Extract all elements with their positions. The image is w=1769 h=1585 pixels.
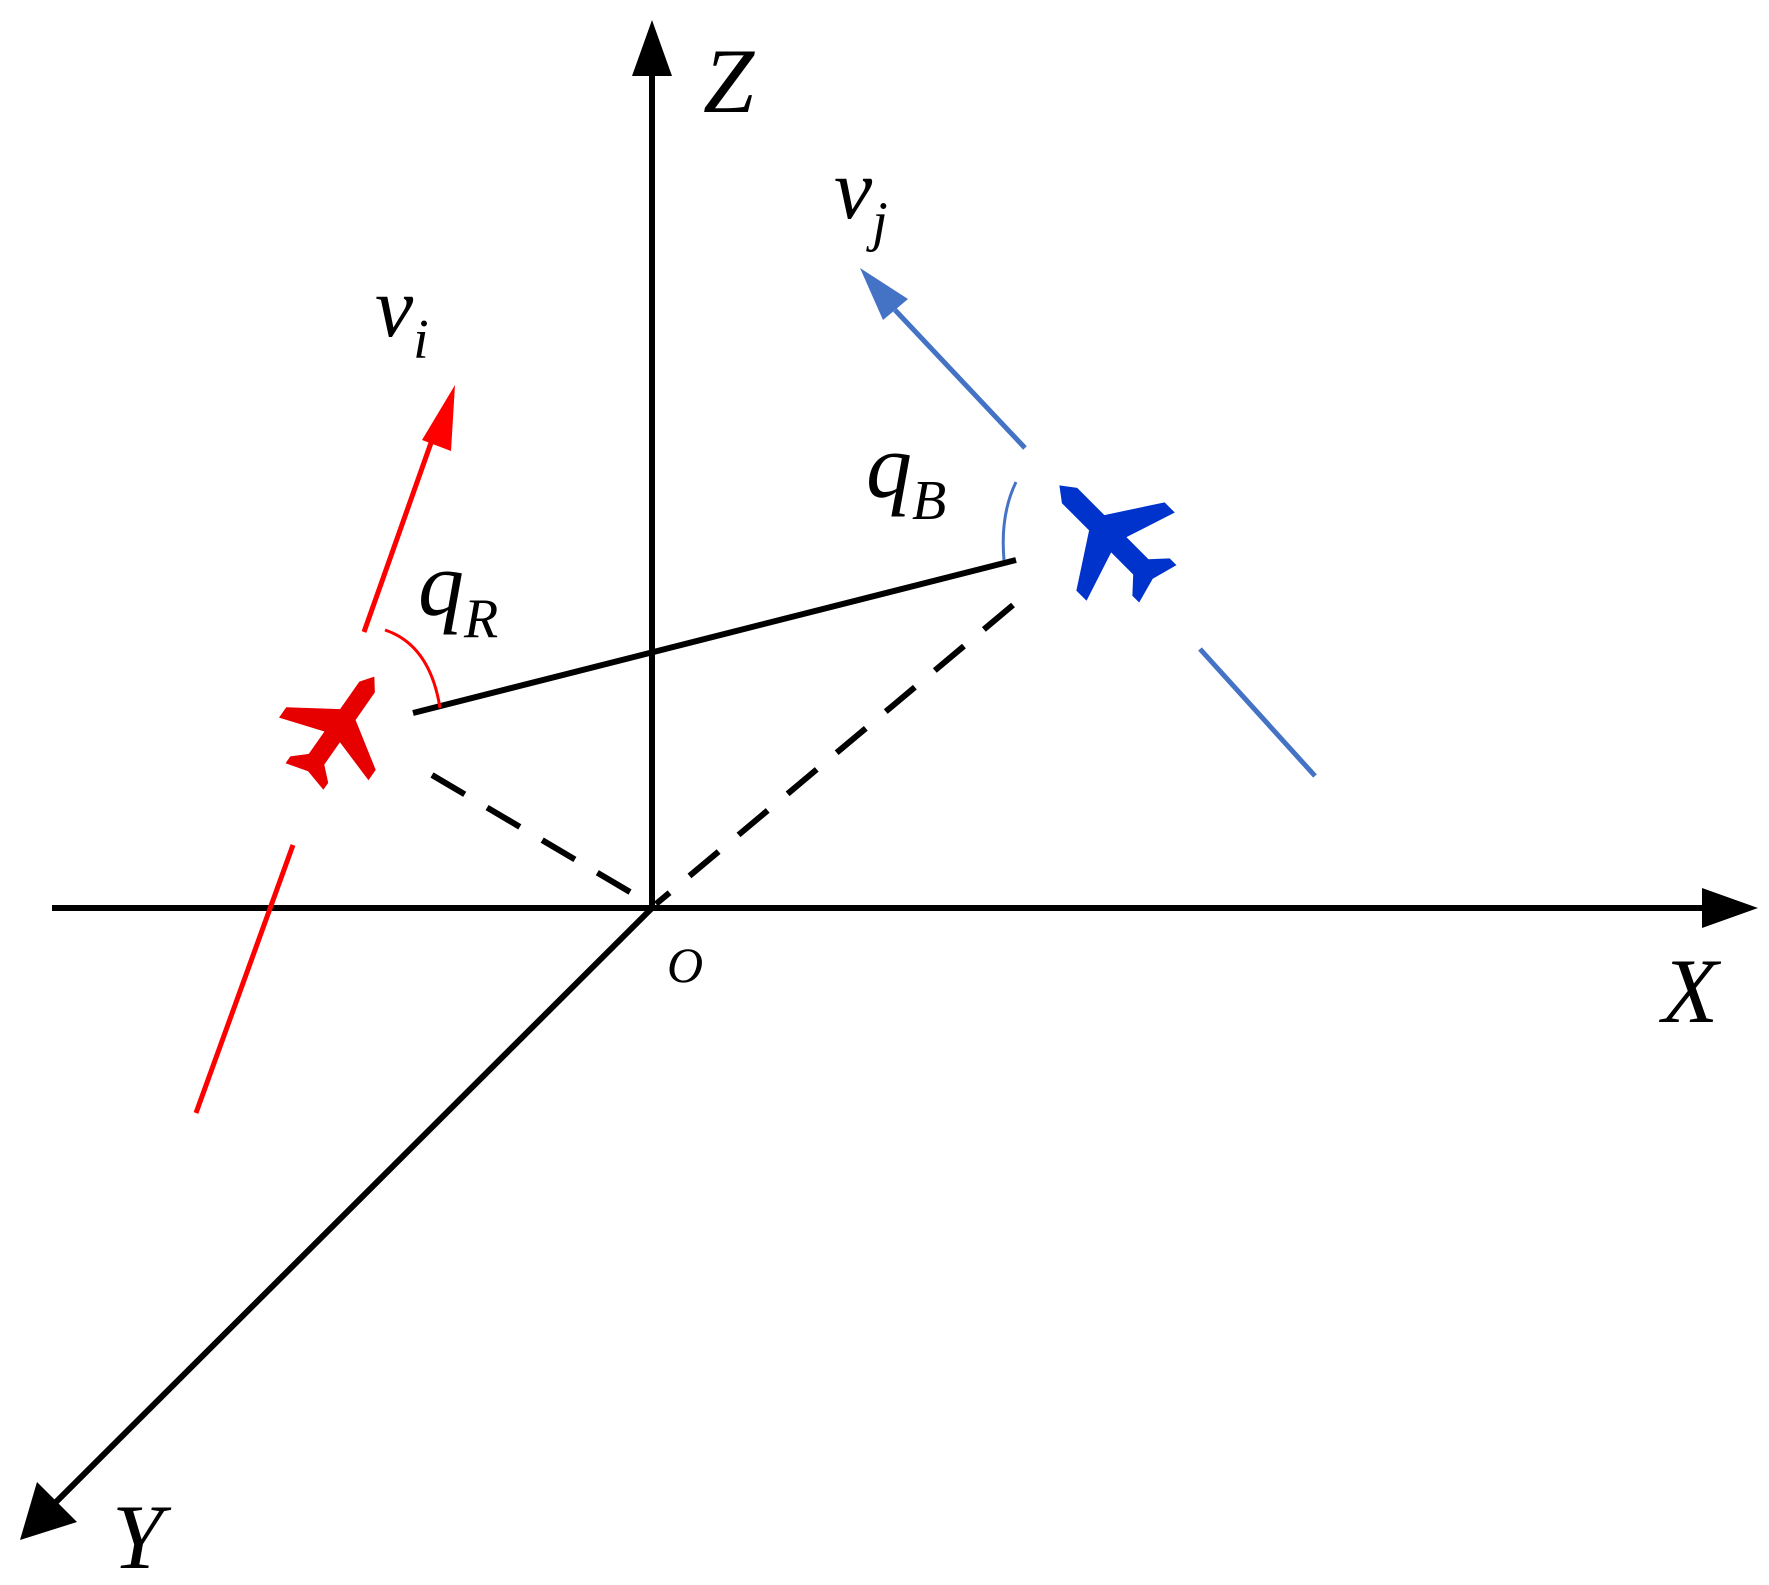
- blue-angle-arc: [1001, 481, 1018, 561]
- y-axis-label: Y: [112, 1486, 172, 1585]
- x-axis-label: X: [1658, 940, 1722, 1042]
- x-axis-arrowhead: [1702, 888, 1758, 928]
- blue-velocity-vector: [860, 268, 1317, 778]
- red-projection-line: [430, 772, 654, 908]
- red-aircraft-icon: [259, 645, 420, 808]
- z-axis-arrowhead: [632, 20, 672, 76]
- red-velocity-arrowhead: [422, 385, 455, 451]
- red-angle-label: qR: [418, 533, 498, 650]
- red-velocity-label: vi: [375, 259, 429, 371]
- blue-aircraft-icon: [1015, 441, 1202, 628]
- z-axis: [632, 20, 672, 908]
- blue-velocity-label: vj: [834, 141, 888, 253]
- blue-velocity-arrowhead: [860, 268, 908, 320]
- line-of-sight: [412, 557, 1017, 716]
- y-axis-arrowhead: [20, 1482, 77, 1540]
- x-axis: [52, 888, 1758, 928]
- z-axis-label: Z: [703, 30, 755, 132]
- blue-angle-label: qB: [866, 415, 946, 532]
- red-angle-arc: [384, 628, 442, 709]
- blue-projection-line: [654, 602, 1015, 907]
- red-velocity-vector: [193, 385, 455, 1114]
- y-axis: [20, 905, 655, 1540]
- origin-label: O: [667, 937, 703, 993]
